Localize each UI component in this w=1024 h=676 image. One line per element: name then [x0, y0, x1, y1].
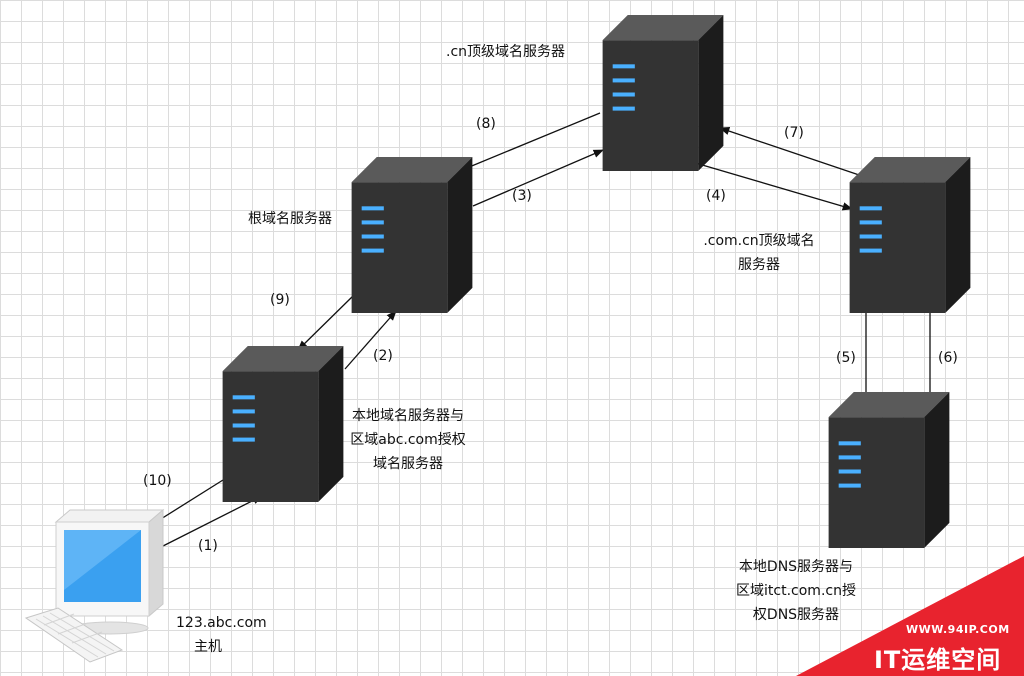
local-abc-label-line2: 区域abc.com授权	[350, 432, 466, 448]
host-label-line1: 123.abc.com	[176, 615, 267, 631]
local-abc-label-line1: 本地域名服务器与	[352, 408, 464, 424]
local-itct-label: 本地DNS服务器与 区域itct.com.cn授 权DNS服务器	[716, 555, 876, 627]
step-label-9: (9)	[270, 292, 290, 308]
host-computer-icon	[24, 508, 165, 663]
root-server-icon	[351, 157, 473, 313]
local-abc-label: 本地域名服务器与 区域abc.com授权 域名服务器	[335, 404, 481, 476]
arrow-step-3	[472, 149, 604, 207]
root-label: 根域名服务器	[248, 211, 332, 227]
arrow-step-2	[344, 310, 397, 370]
local-abc-server-icon	[222, 346, 344, 502]
local-itct-label-line2: 区域itct.com.cn授	[736, 583, 856, 599]
step-label-2: (2)	[373, 348, 393, 364]
arrow-step-8	[461, 112, 601, 171]
step-label-7: (7)	[784, 125, 804, 141]
host-label-line2: 主机	[194, 639, 222, 655]
arrow-step-4	[674, 156, 853, 211]
local-itct-server-icon	[828, 392, 950, 548]
local-itct-label-line1: 本地DNS服务器与	[738, 559, 854, 575]
comcn-tld-label: .com.cn顶级域名 服务器	[694, 229, 824, 277]
step-label-1: (1)	[198, 538, 218, 554]
local-itct-label-line3: 权DNS服务器	[752, 607, 840, 623]
step-label-5: (5)	[836, 350, 856, 366]
arrow-step-7	[719, 127, 869, 179]
step-label-10: (10)	[143, 473, 172, 489]
step-label-3: (3)	[512, 188, 532, 204]
cn-tld-label: .cn顶级域名服务器	[446, 44, 566, 60]
step-label-4: (4)	[706, 188, 726, 204]
cn-tld-server-icon	[602, 15, 724, 171]
arrow-step-1	[162, 495, 263, 547]
comcn-tld-label-line1: .com.cn顶级域名	[703, 233, 815, 249]
local-abc-label-line3: 域名服务器	[373, 456, 443, 472]
step-label-8: (8)	[476, 116, 496, 132]
comcn-tld-label-line2: 服务器	[738, 257, 780, 273]
arrow-step-9	[297, 294, 355, 351]
host-label: 123.abc.com 主机	[176, 611, 267, 659]
comcn-tld-server-icon	[849, 157, 971, 313]
step-label-6: (6)	[938, 350, 958, 366]
